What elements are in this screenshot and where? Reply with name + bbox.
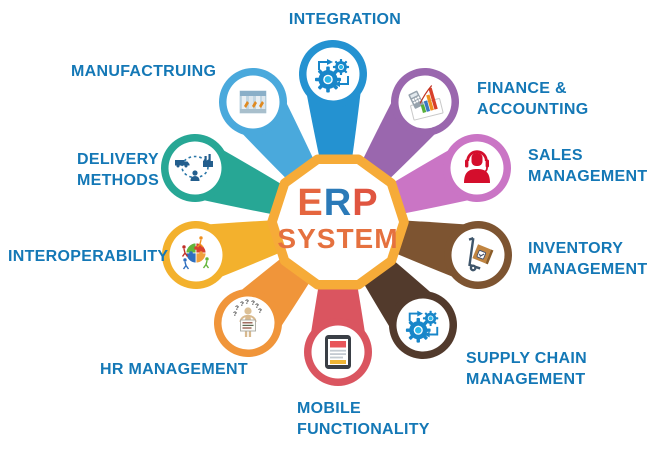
factory-photo-icon xyxy=(239,90,267,114)
label-manufacturing: MANUFACTRUING xyxy=(71,63,217,80)
label-interoperability: INTEROPERABILITY xyxy=(8,248,169,265)
question-mark: ? xyxy=(235,305,239,312)
question-mark: ? xyxy=(251,300,255,307)
question-mark: ? xyxy=(233,311,237,318)
question-mark: ? xyxy=(245,299,249,306)
label-sales-management: SALES MANAGEMENT xyxy=(528,147,648,185)
question-mark: ? xyxy=(240,301,244,308)
label-finance-accounting: FINANCE & ACCOUNTING xyxy=(477,80,589,118)
support-agent-icon xyxy=(464,150,490,183)
icon-mobile xyxy=(325,335,351,369)
puzzle-teamwork-icon xyxy=(181,236,210,270)
label-integration: INTEGRATION xyxy=(288,11,402,28)
center-title: ERP xyxy=(258,184,418,222)
icon-finance xyxy=(408,85,444,121)
icon-delivery xyxy=(175,154,213,181)
balloon-disc xyxy=(450,141,504,195)
tablet-icon xyxy=(325,335,351,369)
mannequin-sign-icon: ? ? ? ? ? ? ? xyxy=(233,299,262,337)
icon-interoperability xyxy=(181,236,210,270)
question-mark: ? xyxy=(255,303,259,310)
icon-manufacturing xyxy=(239,90,267,114)
center-letter-p: P xyxy=(352,182,379,224)
finance-chart-icon xyxy=(408,85,444,121)
question-mark: ? xyxy=(258,308,262,315)
center-letter-r: R xyxy=(323,182,353,224)
hand-truck-icon xyxy=(468,237,494,272)
label-inventory-management: INVENTORY MANAGEMENT xyxy=(528,240,648,278)
label-mobile-functionality: MOBILE FUNCTIONALITY xyxy=(297,400,430,438)
delivery-cycle-icon xyxy=(175,154,213,181)
balloon-disc xyxy=(168,141,222,195)
label-supply-chain-management: SUPPLY CHAIN MANAGEMENT xyxy=(466,350,587,388)
center-letter-e: E xyxy=(297,182,324,224)
icon-inventory xyxy=(468,237,494,272)
label-hr-management: HR MANAGEMENT xyxy=(100,361,248,378)
center-subtitle: SYSTEM xyxy=(277,223,399,254)
center-decagon xyxy=(267,154,409,290)
icon-hr: ? ? ? ? ? ? ? xyxy=(233,299,262,337)
icon-sales xyxy=(464,150,490,183)
label-delivery-methods: DELIVERY METHODS xyxy=(77,151,160,189)
